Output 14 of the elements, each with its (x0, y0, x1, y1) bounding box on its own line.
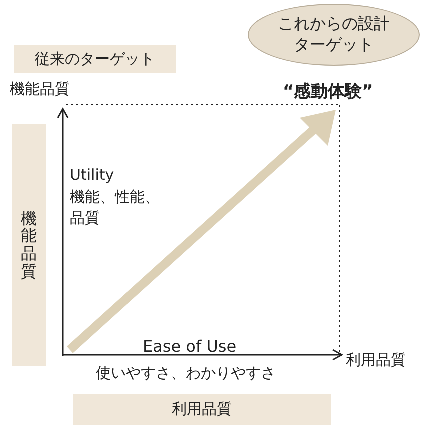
axis-description: 使いやすさ、わかりやすさ (96, 364, 276, 383)
axis-description: 機能、性能、品質 (70, 187, 161, 229)
band-label: 従来のターゲット (35, 50, 155, 68)
target-band (14, 45, 176, 73)
axis-title: 利用品質 (346, 351, 406, 370)
band-label: これからの設計ターゲット (278, 14, 390, 56)
target-label: “感動体験” (283, 81, 374, 103)
axis-band (12, 124, 46, 366)
axis-title: 機能品質 (10, 80, 70, 99)
band-label: 利用品質 (172, 400, 232, 419)
axis-band (73, 394, 331, 425)
axis-description: Utility (70, 166, 114, 184)
band-label: 機能品質 (21, 210, 37, 280)
axis-description: Ease of Use (143, 337, 237, 356)
